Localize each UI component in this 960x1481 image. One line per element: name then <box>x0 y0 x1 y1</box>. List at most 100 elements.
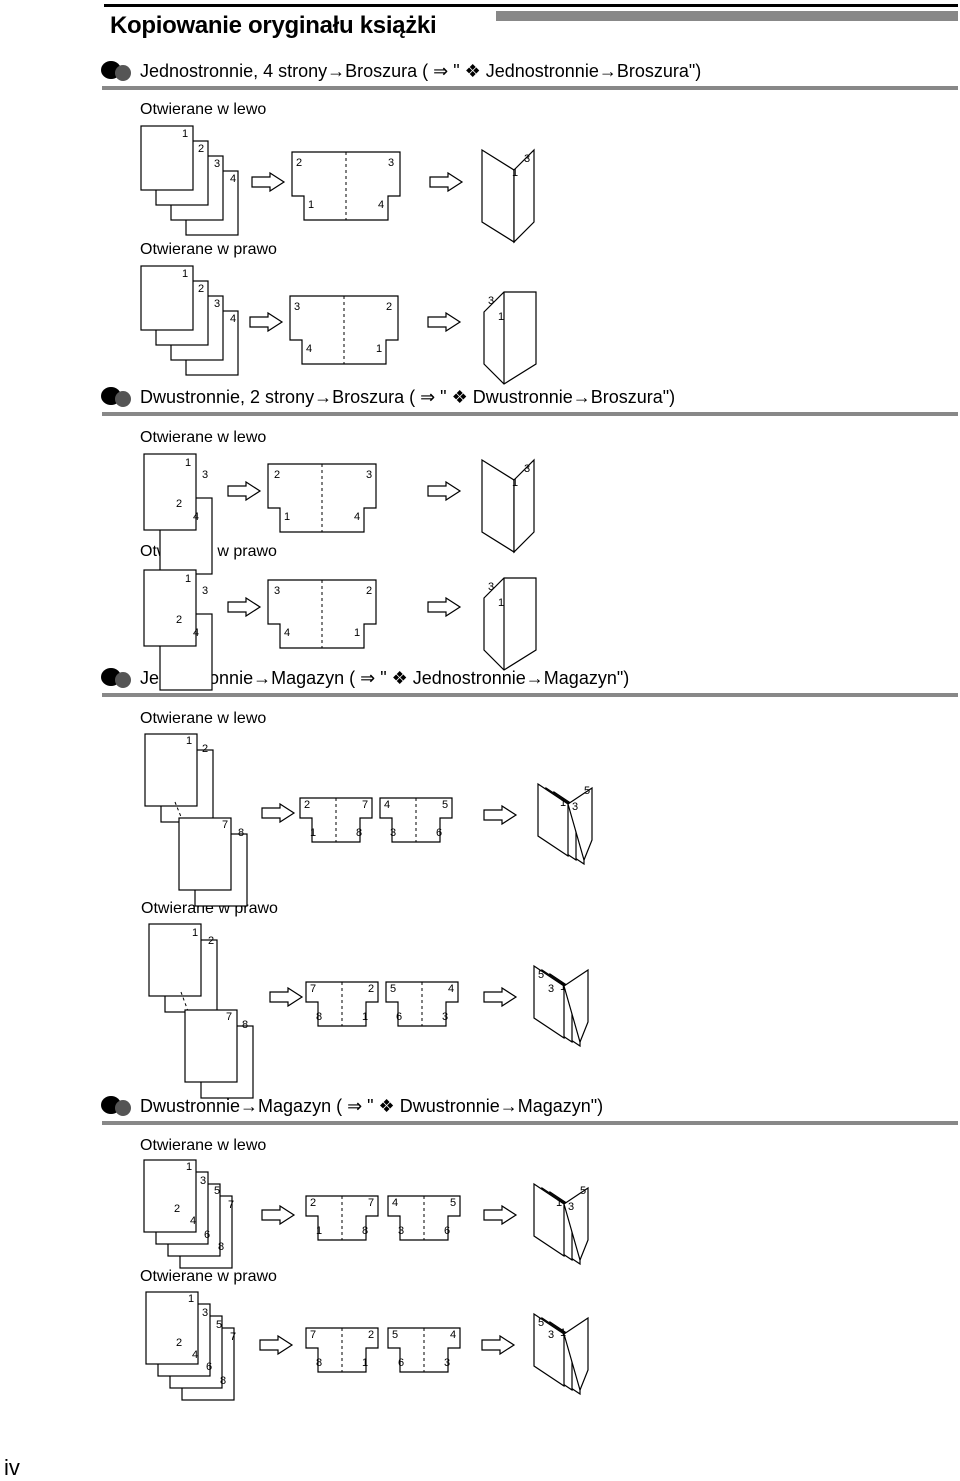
folded-sheet-small <box>299 797 373 843</box>
arrow-icon <box>483 1204 518 1226</box>
page-number-label: 1 <box>192 927 198 939</box>
folded-sheet <box>289 295 399 365</box>
arrow-icon <box>261 802 296 824</box>
page-number-label: 1 <box>362 1357 368 1369</box>
folded-sheet-small <box>385 981 459 1027</box>
section-heading: Jednostronnie→Magazyn ( ⇒ " ❖ Jednostron… <box>140 668 630 688</box>
page-number-label: 5 <box>442 799 448 811</box>
page-number-label: 2 <box>176 614 182 626</box>
section-heading: Dwustronnie→Magazyn ( ⇒ " ❖ Dwustronnie→… <box>140 1096 604 1116</box>
folded-sheet-small <box>387 1327 461 1373</box>
page-number-label: 6 <box>436 827 442 839</box>
page-number-label: 2 <box>202 743 208 755</box>
booklet-back <box>513 148 535 244</box>
page-number-label: 4 <box>306 343 312 355</box>
page-number-label: 2 <box>368 983 374 995</box>
label-open-left: Otwierane w lewo <box>140 429 267 446</box>
page-number-label: 1 <box>512 167 518 179</box>
page-number: iv <box>4 1455 20 1480</box>
page-number-label: 1 <box>560 981 566 993</box>
section-heading: Dwustronnie, 2 strony→Broszura ( ⇒ " ❖ D… <box>140 387 676 407</box>
arrow-icon <box>483 986 518 1008</box>
original-sheet <box>148 923 202 997</box>
page-number-label: 5 <box>216 1319 222 1331</box>
arrow-icon <box>227 596 262 618</box>
page-number-label: 4 <box>190 1215 196 1227</box>
page-number-label: 8 <box>238 827 244 839</box>
page-number-label: 7 <box>310 983 316 995</box>
original-sheet <box>184 1009 238 1083</box>
folded-sheet <box>291 151 401 221</box>
original-sheet <box>144 733 198 807</box>
section-divider <box>102 86 958 90</box>
magazine-back <box>563 1316 589 1392</box>
page-number-label: 4 <box>450 1329 456 1341</box>
page-number-label: 8 <box>242 1019 248 1031</box>
page-number-label: 2 <box>368 1329 374 1341</box>
page-number-label: 2 <box>386 301 392 313</box>
label-open-left: Otwierane w lewo <box>140 1137 267 1154</box>
page-number-label: 3 <box>524 153 530 165</box>
arrow-icon <box>429 171 464 193</box>
page-number-label: 7 <box>362 799 368 811</box>
magazine-back <box>567 786 593 862</box>
page-number-label: 3 <box>214 158 220 170</box>
page-number-label: 7 <box>226 1011 232 1023</box>
page-number-label: 1 <box>182 268 188 280</box>
folded-sheet <box>267 579 377 649</box>
page-number-label: 5 <box>580 1185 586 1197</box>
page-number-label: 6 <box>398 1357 404 1369</box>
booklet-front <box>481 148 515 244</box>
magazine-sheet <box>533 1182 565 1258</box>
page-number-label: 3 <box>488 581 494 593</box>
page-number-label: 1 <box>556 1197 562 1209</box>
page-number-label: 3 <box>366 469 372 481</box>
arrow-icon <box>427 311 462 333</box>
page-number-label: 3 <box>568 1201 574 1213</box>
magazine-back <box>563 1186 589 1262</box>
page-number-label: 4 <box>354 511 360 523</box>
page-number-label: 2 <box>296 157 302 169</box>
booklet-back <box>513 458 535 554</box>
page-number-label: 5 <box>450 1197 456 1209</box>
page-number-label: 1 <box>316 1225 322 1237</box>
page-number-label: 3 <box>444 1357 450 1369</box>
magazine-sheet <box>533 1312 565 1388</box>
arrow-icon <box>481 1334 516 1356</box>
page-number-label: 2 <box>198 143 204 155</box>
page-number-label: 2 <box>304 799 310 811</box>
page-number-label: 8 <box>316 1011 322 1023</box>
page-number-label: 8 <box>356 827 362 839</box>
section-bullet-icon <box>101 1096 131 1116</box>
magazine-back <box>563 968 589 1044</box>
page-number-label: 7 <box>222 819 228 831</box>
section-divider <box>102 1121 958 1125</box>
page-number-label: 3 <box>488 295 494 307</box>
page-number-label: 3 <box>202 469 208 481</box>
page-number-label: 6 <box>444 1225 450 1237</box>
page-number-label: 3 <box>442 1011 448 1023</box>
label-open-right: Otwierane w prawo <box>140 241 277 258</box>
section-divider <box>102 693 958 697</box>
label-open-left: Otwierane w lewo <box>140 101 267 118</box>
original-sheet <box>143 1159 197 1233</box>
page-number-label: 2 <box>208 935 214 947</box>
section-bullet-icon <box>101 668 131 688</box>
page-number-label: 3 <box>572 801 578 813</box>
page-number-label: 1 <box>182 128 188 140</box>
page-number-label: 1 <box>376 343 382 355</box>
folded-sheet-small <box>305 981 379 1027</box>
page-number-label: 4 <box>448 983 454 995</box>
folded-sheet-small <box>387 1195 461 1241</box>
page-number-label: 3 <box>548 983 554 995</box>
label-open-left: Otwierane w lewo <box>140 710 267 727</box>
page-number-label: 2 <box>174 1203 180 1215</box>
page-number-label: 8 <box>220 1375 226 1387</box>
section-heading: Jednostronnie, 4 strony→Broszura ( ⇒ " ❖… <box>140 61 702 81</box>
page-number-label: 1 <box>354 627 360 639</box>
arrow-icon <box>483 804 518 826</box>
page-number-label: 3 <box>202 585 208 597</box>
page-number-label: 1 <box>310 827 316 839</box>
page-number-label: 2 <box>176 1337 182 1349</box>
page-number-label: 8 <box>362 1225 368 1237</box>
